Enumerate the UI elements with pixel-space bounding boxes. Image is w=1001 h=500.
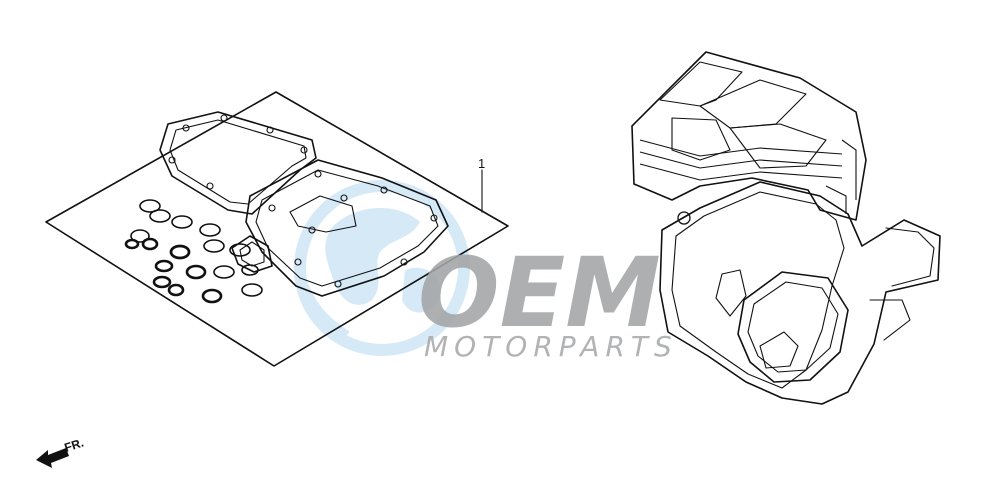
arrow-left-icon: [36, 448, 69, 468]
part-number-1: 1: [478, 156, 485, 171]
watermark: OEM MOTORPARTS: [418, 237, 678, 363]
side-gasket: [231, 235, 273, 273]
part-callout: 1: [478, 156, 485, 213]
head-cover-bolt-holes: [168, 114, 308, 190]
watermark-logo: OEM: [418, 237, 661, 349]
watermark-subtitle: MOTORPARTS: [424, 330, 678, 363]
engine-illustration: [631, 51, 941, 405]
head-cover-gasket: [159, 111, 317, 215]
o-rings: [124, 199, 263, 304]
gasket-kit-sheet: [45, 91, 509, 367]
watermark-globe: [294, 180, 470, 356]
front-direction-marker: FR.: [36, 436, 85, 468]
front-label: FR.: [63, 436, 86, 455]
